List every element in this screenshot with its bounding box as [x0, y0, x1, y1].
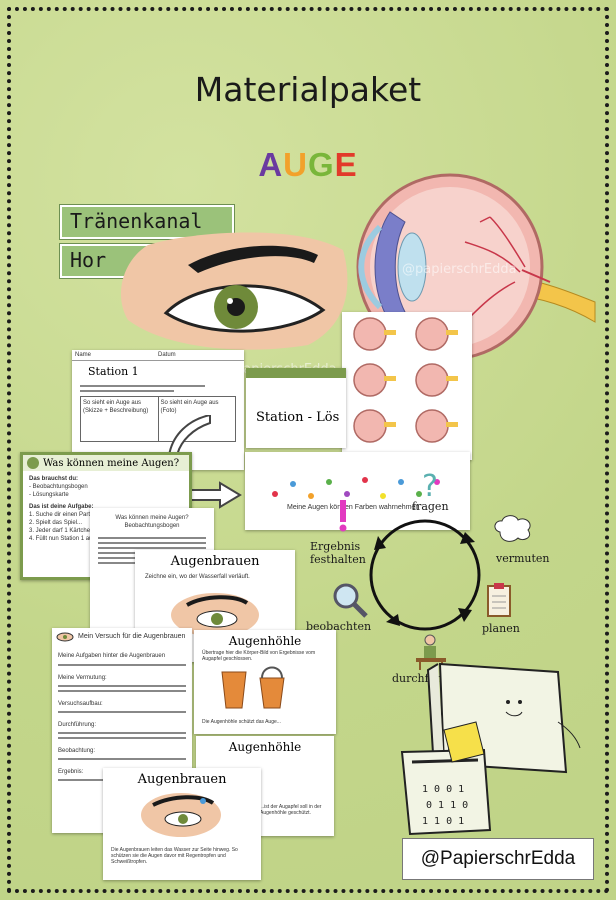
- farben-card: Meine Augen können Farben wahrnehmen: [245, 452, 470, 530]
- computer-shredder-illustration: 1 0 0 1 0 1 1 0 1 1 0 1: [400, 662, 581, 836]
- step-2: 2. Spielt das Spiel...: [29, 520, 83, 526]
- eyeball-grid-card: [342, 312, 472, 460]
- augenhoehle-card: Augenhöhle Übertrage hier die Körper-Bil…: [194, 630, 336, 734]
- cycle-ergebnis: Ergebnis festhalten: [310, 540, 366, 566]
- farben-sentence: Meine Augen können Farben wahrnehmen: [287, 504, 420, 511]
- augenhoehle-text: Übertrage hier die Körper-Bild von Ergeb…: [202, 650, 316, 662]
- eyeball-icons: [353, 317, 458, 443]
- thought-cloud-icon: [494, 515, 531, 542]
- versuch-header: Mein Versuch für die Augenbrauen: [52, 628, 192, 646]
- station1-col1: So sieht ein Auge aus (Skizze + Beschrei…: [81, 397, 159, 441]
- augenbrauen-text: Zeichne ein, wo der Wasserfall verläuft.: [145, 574, 250, 580]
- svg-text:1 1 0 1: 1 1 0 1: [422, 816, 464, 827]
- cycle-planen: planen: [482, 622, 520, 635]
- station1-table: So sieht ein Auge aus (Skizze + Beschrei…: [80, 396, 236, 442]
- step-3: 3. Jeder darf 1 Kärtchen: [29, 528, 94, 534]
- versuch-title: Mein Versuch für die Augenbrauen: [78, 633, 186, 640]
- magnifier-icon: [333, 583, 368, 618]
- cycle-beobachten: beobachten: [306, 620, 372, 633]
- augenhoehle-title: Augenhöhle: [228, 634, 302, 648]
- watermark-1: @papierschrEdda: [402, 262, 517, 277]
- station1-worksheet: Name Datum Station 1 So sieht ein Auge a…: [72, 350, 244, 470]
- step-1: 1. Suche dir einen Partner: [29, 512, 99, 518]
- station1-name-label: Name: [75, 352, 92, 358]
- svg-text:1 0 0 1: 1 0 0 1: [422, 784, 464, 795]
- exclamation-icon: [339, 500, 347, 532]
- svg-text:?: ?: [422, 469, 438, 504]
- letter-g: G: [308, 146, 335, 183]
- station-loesung-card: Station - Lös: [246, 368, 346, 448]
- meine-augen-body: Das brauchst du: - Beobachtungsbogen - L…: [23, 471, 189, 547]
- eye-with-eyebrow-illustration: [120, 232, 348, 350]
- step-4: 4. Füllt nun Station 1 aus: [29, 536, 96, 542]
- meine-augen-title: Was können meine Augen?: [43, 457, 180, 469]
- versuch-rows: Meine Aufgaben hinter die Augenbrauen Me…: [52, 646, 192, 786]
- beobachtungsbogen-title: Was können meine Augen? Beobachtungsboge…: [115, 515, 189, 529]
- subtitle-auge: AUGE: [0, 146, 616, 184]
- curved-arrow-icon: [167, 415, 242, 509]
- station1-instructions: [72, 385, 244, 392]
- augenhoehle2-title: Augenhöhle: [228, 740, 302, 754]
- letter-a: A: [258, 146, 284, 183]
- small-eye-icon-2: [141, 793, 221, 837]
- author-handle: @PapierschrEdda: [402, 838, 594, 880]
- clipboard-icon: [487, 583, 511, 617]
- item-2: - Lösungskarte: [29, 492, 69, 498]
- versuch-row-5: Beobachtung:: [58, 748, 96, 754]
- versuch-row-3: Versuchsaufbau:: [58, 701, 103, 707]
- station1-header: Name Datum: [72, 350, 244, 361]
- station1-title: Station 1: [88, 365, 139, 378]
- cycle-vermuten: vermuten: [496, 552, 550, 565]
- svg-text:0 1 1 0: 0 1 1 0: [426, 800, 468, 811]
- research-cycle-diagram: [369, 519, 481, 631]
- augenhoehle-caption: Die Augenhöhle schützt das Auge...: [202, 719, 281, 725]
- station1-col2: So sieht ein Auge aus (Foto): [160, 400, 219, 414]
- letter-u: U: [283, 146, 308, 183]
- augenbrauen-title: Augenbrauen: [170, 554, 260, 569]
- brauchst-label: Das brauchst du:: [29, 476, 79, 482]
- station-number-icon: [27, 457, 39, 469]
- augenbrauen2-text: Die Augenbrauen leiten das Wasser zur Se…: [111, 847, 238, 865]
- question-mark-icon: ?: [422, 469, 438, 504]
- item-1: - Beobachtungsbogen: [29, 484, 88, 490]
- augenhoehle2-text: ...ist der Augapfel soll in der Augenhöh…: [260, 804, 322, 816]
- versuch-row-4: Durchführung:: [58, 722, 97, 728]
- aufgabe-label: Das ist deine Aufgabe:: [29, 504, 94, 510]
- versuch-row-6: Ergebnis:: [58, 769, 84, 775]
- augenbrauen-card-2: Augenbrauen Die Augenbrauen leiten das W…: [103, 768, 261, 880]
- versuch-row-2: Meine Vermutung:: [58, 675, 107, 681]
- buckets-icon: [221, 666, 285, 709]
- augenbrauen2-title: Augenbrauen: [137, 772, 227, 787]
- page-title: Materialpaket: [194, 70, 422, 109]
- station-loesung-title: Station - Lös: [256, 410, 340, 425]
- person-at-desk-icon: [416, 634, 446, 670]
- meine-augen-header: Was können meine Augen?: [23, 455, 189, 471]
- letter-e: E: [334, 146, 358, 183]
- versuch-row-1: Meine Aufgaben hinter die Augenbrauen: [58, 653, 166, 659]
- colored-dots: [272, 477, 440, 499]
- mini-eye-icon: [56, 632, 74, 642]
- small-eye-icon: [171, 593, 259, 637]
- station1-datum-label: Datum: [158, 352, 176, 358]
- cycle-fragen: fragen: [412, 500, 449, 513]
- label-traenenkanal: Tränenkanal: [59, 204, 235, 240]
